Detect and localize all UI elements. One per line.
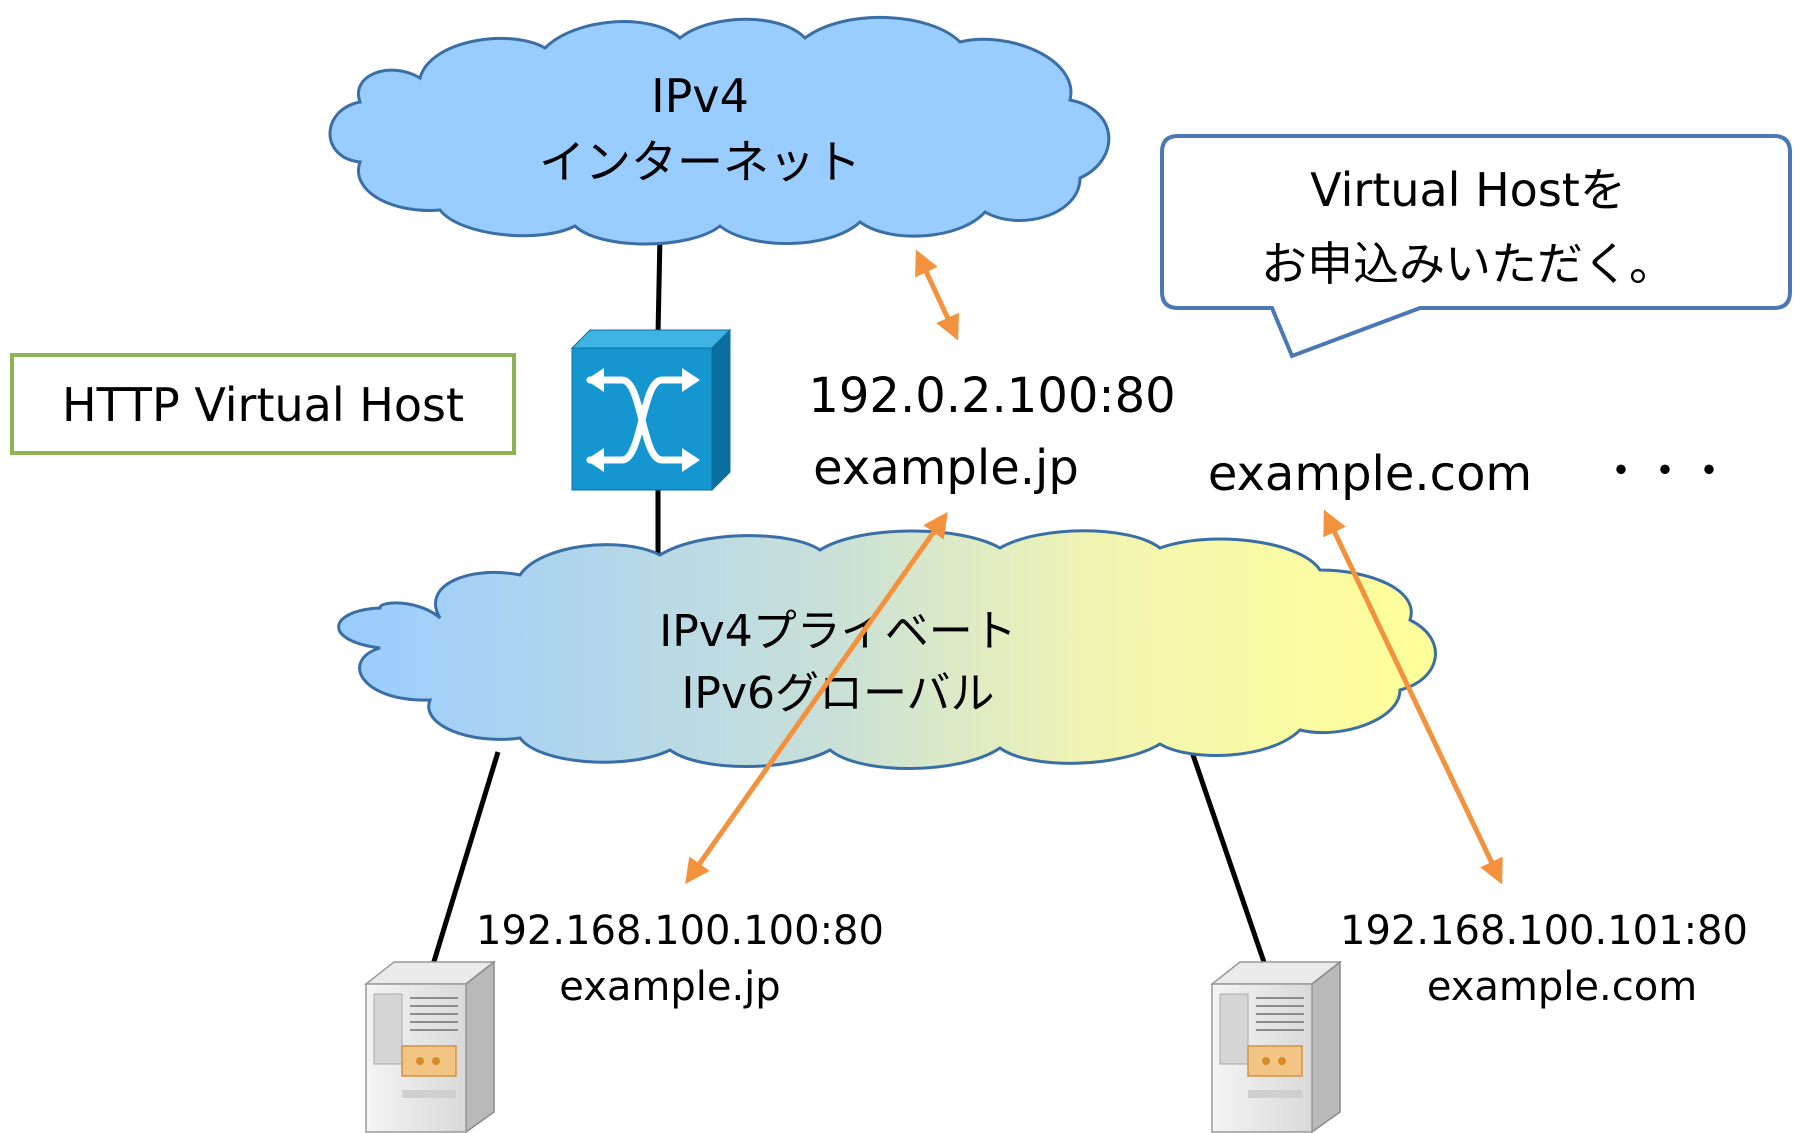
- link-private-server-left: [429, 751, 501, 969]
- more-indicator: ・・・: [1599, 446, 1731, 497]
- title-box-border: [10, 353, 516, 455]
- internet-cloud-line2: インターネット: [539, 135, 861, 189]
- switch-top-face: [570, 329, 732, 349]
- switch-icon: [570, 328, 732, 492]
- switch-arrows: [586, 376, 698, 464]
- switch-arrowheads: [586, 368, 700, 472]
- server-right-host: example.com: [1427, 964, 1697, 1010]
- switch-side-face: [711, 328, 731, 492]
- server-left-icon: [363, 960, 497, 1133]
- server-right-address: 192.168.100.101:80: [1340, 908, 1748, 954]
- title-box: HTTP Virtual Host: [10, 353, 516, 455]
- title-box-label: HTTP Virtual Host: [62, 378, 464, 432]
- arrow-public-server-left: [685, 511, 948, 885]
- second-host-label: example.com: [1208, 446, 1532, 502]
- link-internet-switch: [655, 235, 663, 336]
- internet-cloud-line1: IPv4: [651, 69, 749, 123]
- speech-bubble-line1: Virtual Hostを: [1310, 163, 1626, 217]
- public-endpoint-host: example.jp: [813, 440, 1079, 496]
- private-cloud-line2: IPv6グローバル: [681, 668, 994, 719]
- server-right-icon: [1209, 960, 1343, 1133]
- speech-bubble-line2: お申込みいただく。: [1261, 237, 1675, 291]
- private-cloud: IPv4プライベート IPv6グローバル: [337, 529, 1437, 770]
- internet-cloud: IPv4 インターネット: [328, 16, 1111, 246]
- private-cloud-line1: IPv4プライベート: [659, 606, 1017, 657]
- internet-cloud-shape: [328, 16, 1111, 246]
- arrow-host-server-right: [1323, 509, 1503, 885]
- link-private-server-right: [1189, 751, 1269, 969]
- speech-bubble-shape: [1160, 134, 1792, 359]
- arrow-internet-public: [915, 249, 959, 341]
- public-endpoint-address: 192.0.2.100:80: [808, 368, 1175, 424]
- server-left-host: example.jp: [559, 964, 780, 1010]
- server-left-address: 192.168.100.100:80: [476, 908, 884, 954]
- speech-bubble: Virtual Hostを お申込みいただく。: [1160, 134, 1792, 359]
